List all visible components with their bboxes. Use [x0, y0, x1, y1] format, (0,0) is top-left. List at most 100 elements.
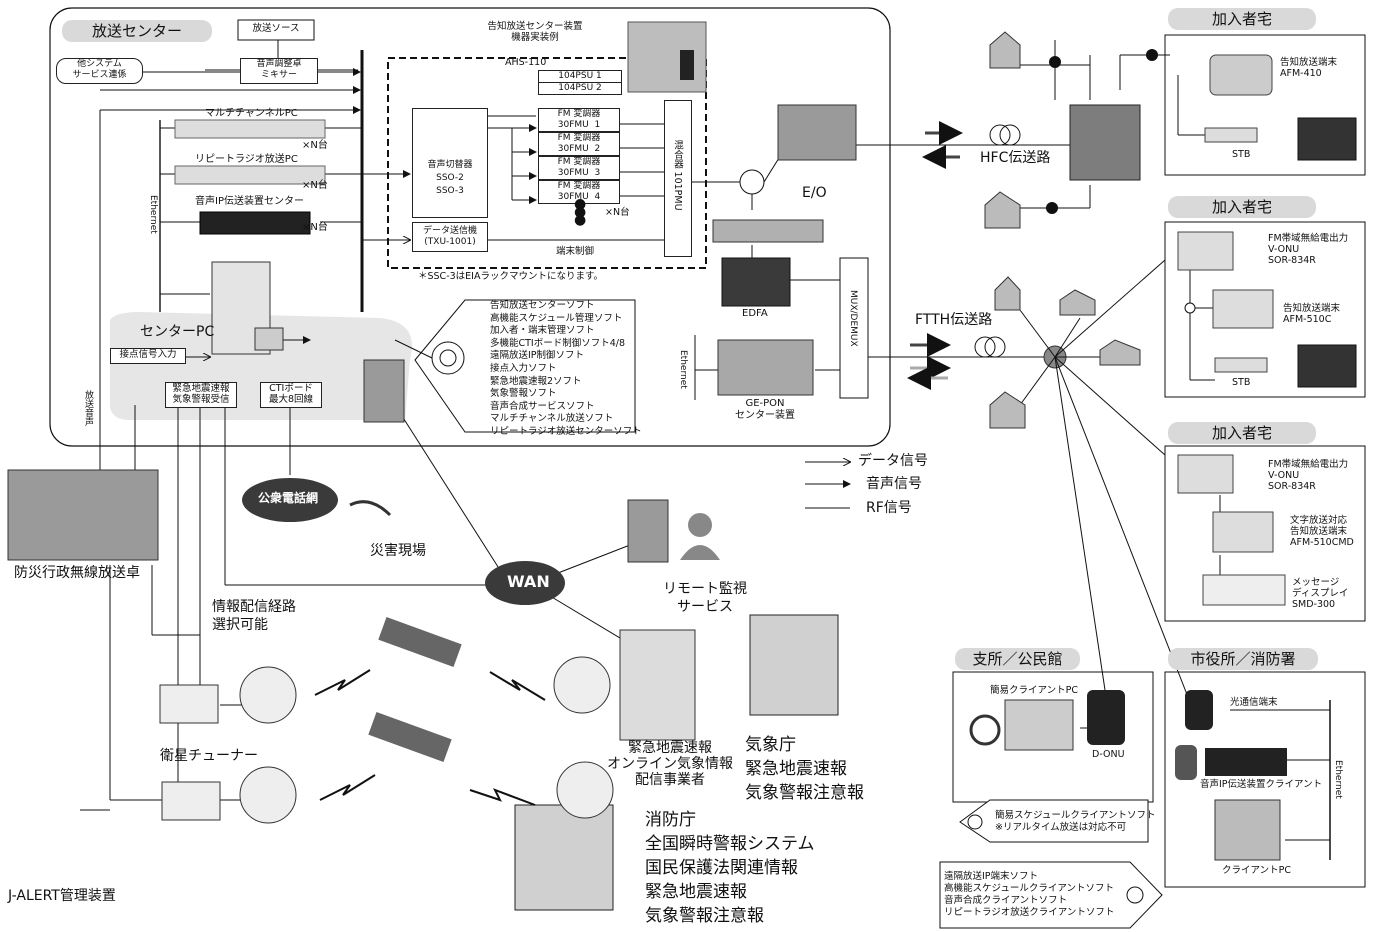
ethernet2-label: Ethernet: [678, 350, 688, 389]
house-icon: [989, 391, 1026, 429]
xn-label-3: ×N台: [302, 222, 328, 233]
ip-center-device: [199, 211, 311, 235]
onu2-label: FM帯域無給電出力 V-ONU SOR-834R: [1268, 459, 1349, 492]
dish3-icon: [553, 656, 611, 714]
ip-center-label: 音声IP伝送装置センター: [195, 196, 304, 207]
tv1-device: [1297, 117, 1357, 161]
ssc-note: ＊SSC-3はEIAラックマウントになります。: [418, 271, 604, 282]
afm410-label: 告知放送端末 AFM-410: [1280, 57, 1338, 79]
mux-label: MUX/DEMUX: [848, 290, 858, 347]
subscriber3-title: 加入者宅: [1168, 422, 1316, 444]
xn-label-2: ×N台: [302, 180, 328, 191]
dish2-icon: [239, 766, 297, 824]
house-icon: [989, 31, 1021, 69]
stb1-label: STB: [1232, 149, 1251, 160]
tv2-device: [1297, 344, 1357, 388]
audio-source-box: [237, 19, 315, 41]
route-label: 情報配信経路 選択可能: [212, 599, 296, 633]
audio-source-label: 放送ソース: [252, 23, 300, 34]
gepon-label: GE-PON センター装置: [735, 398, 795, 421]
client-pc-label: クライアントPC: [1222, 865, 1291, 876]
onu2-device: [1177, 454, 1234, 494]
branch-client-pc-label: 簡易クライアントPC: [990, 685, 1078, 696]
optical-terminal: [1185, 690, 1213, 730]
subscriber3-frame: [1164, 445, 1366, 622]
wan-cloud: [485, 561, 565, 605]
mixer-unit-label: 混合器 101PMU: [672, 140, 683, 211]
fm-modulator-4: FM 変調器 30FMU 4: [538, 180, 620, 204]
onu1-label: FM帯域無給電出力 V-ONU SOR-834R: [1268, 233, 1349, 266]
client-laptop: [1004, 699, 1074, 751]
ethernet-label: Ethernet: [148, 195, 158, 234]
hfc-node: [1069, 104, 1141, 181]
branch-title: 支所／公民館: [955, 648, 1080, 670]
stb2-label: STB: [1232, 377, 1251, 388]
subscriber2-frame: [1164, 221, 1366, 398]
subscriber1-title: 加入者宅: [1168, 8, 1316, 30]
fm-modulator-3: FM 変調器 30FMU 3: [538, 156, 620, 180]
rack-photo: [627, 21, 707, 93]
public-net-label: 公衆電話網: [258, 491, 319, 505]
software-callout: [414, 299, 636, 433]
legend-audio: 音声信号: [866, 476, 922, 492]
afm510c-label: 告知放送端末 AFM-510C: [1283, 303, 1341, 325]
hfc-label: HFC伝送路: [980, 150, 1051, 166]
cityhall-title: 市役所／消防署: [1168, 648, 1318, 670]
fdma-building-icon: [514, 804, 614, 911]
wan-label: WAN: [507, 572, 550, 591]
stb2-device: [1214, 357, 1268, 373]
donu-device: [1087, 690, 1125, 745]
sat-tuner1: [159, 684, 219, 724]
afm510c-device: [1212, 289, 1274, 329]
ftth-label: FTTH伝送路: [915, 312, 993, 328]
mixer-unit-box: [664, 100, 692, 257]
optical-terminal-label: 光通信端末: [1230, 697, 1278, 708]
afm510cmd-device: [1212, 511, 1274, 553]
ip-client-device: [1205, 748, 1287, 776]
microphone-icon: [1175, 745, 1197, 780]
edfa-label: EDFA: [742, 308, 768, 319]
fm-modulator-2: FM 変調器 30FMU 2: [538, 132, 620, 156]
terminal-ctrl-label: 端末制御: [556, 246, 595, 257]
dish1-icon: [239, 666, 297, 724]
contact-input-box: 接点信号入力: [110, 348, 186, 364]
subscriber1-frame: [1164, 34, 1366, 176]
jma-label: 気象庁 緊急地震速報 気象警報注意報: [745, 735, 864, 803]
multichannel-pc-device: [174, 119, 326, 139]
eo-label: E/O: [802, 185, 827, 201]
ahs-label: AHS-110: [505, 57, 547, 68]
afm410-device: [1209, 54, 1273, 96]
switcher-box: 音声切替器 SSO-2 SSO-3: [412, 108, 488, 218]
client-pc-device: [1214, 799, 1281, 861]
software-list: 告知放送センターソフト 高機能スケジュール管理ソフト 加入者・端末管理ソフト 多…: [490, 300, 642, 437]
branch-software-tag: [959, 799, 1149, 843]
cityhall-frame: [1164, 671, 1366, 888]
stb1-device: [1204, 127, 1258, 143]
eo-device: [777, 104, 857, 161]
gepon-device: [717, 339, 814, 396]
fm-dots: ●●●: [574, 196, 587, 228]
smd300-device: [1202, 574, 1286, 606]
equipment-dashed-frame: [387, 57, 707, 269]
disaster-label: 災害現場: [370, 543, 426, 559]
subscriber2-title: 加入者宅: [1168, 196, 1316, 218]
repeat-radio-pc-label: リピートラジオ放送PC: [195, 154, 298, 165]
fdma-label: 消防庁 全国瞬時警報システム 国民保護法関連情報 緊急地震速報 気象警報注意報: [645, 810, 815, 926]
jma-building-icon: [749, 614, 839, 716]
psu2-box: 104PSU 2: [538, 82, 622, 95]
mux-box: [839, 257, 869, 399]
multichannel-pc-label: マルチチャンネルPC: [205, 108, 298, 119]
smd300-label: メッセージ ディスプレイ SMD-300: [1292, 577, 1349, 610]
sat-tuner-label: 衛星チューナー: [160, 748, 258, 764]
edfa-top-device: [712, 219, 824, 243]
equipment-title: 告知放送センター装置 機器実装例: [487, 21, 583, 43]
fm-modulator-1: FM 変調器 30FMU 1: [538, 108, 620, 132]
edfa-device: [721, 257, 791, 307]
cityhall-software: 遠隔放送IP端末ソフト 高機能スケジュールクライアントソフト 音声合成クライアン…: [944, 871, 1115, 918]
fm-n-label: ×N台: [605, 207, 630, 218]
house-icon: [994, 276, 1021, 311]
headset-icon: [969, 714, 1001, 746]
provider-server: [619, 629, 696, 741]
house-icon: [984, 191, 1021, 229]
